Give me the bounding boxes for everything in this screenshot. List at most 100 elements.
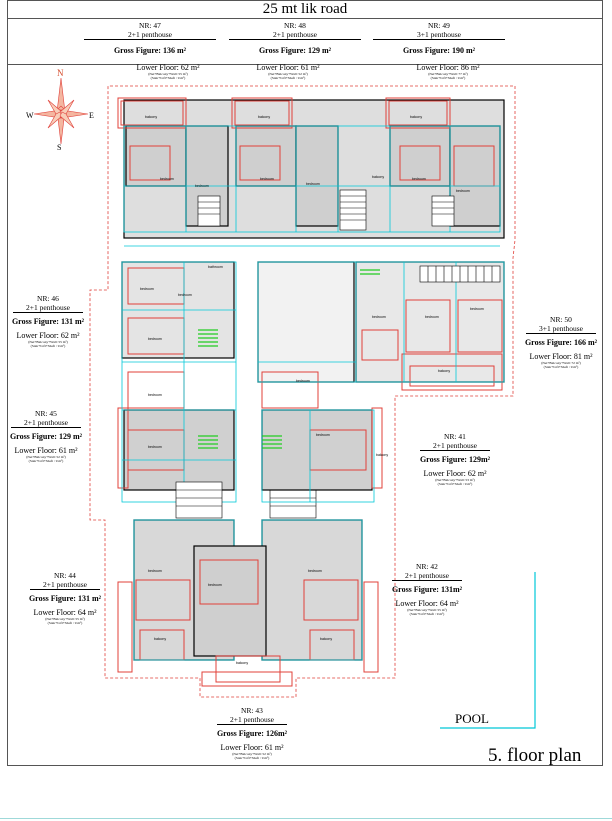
unit-45-label: NR: 45 2+1 penthouse Gross Figure: 129 m… [4,409,88,463]
green-stairs-left [198,329,218,449]
unit-44-label: NR: 44 2+1 penthouse Gross Figure: 131 m… [22,571,108,625]
right-tower-red [261,299,503,673]
unit-50-gross: Gross Figure: 166 m² [524,338,598,347]
unit-44-note1: (Net+Balcony+Wall: 55 m²) [45,617,85,621]
unit-42-note2: (Stair+Lift+Shaft : 9 m²) [409,612,445,616]
unit-48-lower-floor: Lower Floor: 61 m² [256,63,320,72]
svg-text:bedroom: bedroom [456,189,470,193]
unit-47-note2: (Stair+Lift+Shaft : 9 m²) [150,76,186,80]
svg-text:bedroom: bedroom [425,315,439,319]
unit-43-type: 2+1 penthouse [217,715,287,725]
unit-45-type: 2+1 penthouse [11,418,81,428]
unit-41-label: NR: 41 2+1 penthouse Gross Figure: 129m²… [412,432,498,486]
unit-44-nr: NR: 44 [54,571,76,580]
unit-47-lower: Lower Floor: 62 m² (Net+Balcony+Wall: 55… [118,63,218,81]
room-annotations: balcony balcony balcony bedroom bedroom bed… [140,115,484,665]
unit-48-gross: Gross Figure: 129 m² [258,46,332,55]
unit-48-lower: Lower Floor: 61 m² (Net+Balcony+Wall: 52… [238,63,338,81]
unit-47-type: 2+1 penthouse [84,30,216,40]
unit-48-type: 2+1 penthouse [229,30,361,40]
right-tower-cyan [257,261,505,661]
unit-49-nr: NR: 49 [428,21,450,30]
svg-text:bedroom: bedroom [372,315,386,319]
unit-46-nr: NR: 46 [37,294,59,303]
svg-text:bedroom: bedroom [148,569,162,573]
unit-46-gross: Gross Figure: 131 m² [11,317,85,326]
compass-w: W [26,111,34,120]
svg-text:balcony: balcony [154,637,166,641]
svg-text:bedroom: bedroom [308,569,322,573]
unit-43-note1: (Net+Balcony+Wall: 52 m²) [232,752,272,756]
unit-46-type: 2+1 penthouse [13,303,83,313]
unit-43-label: NR: 43 2+1 penthouse Gross Figure: 126m²… [204,706,300,760]
svg-text:bedroom: bedroom [316,433,330,437]
unit-41-nr: NR: 41 [444,432,466,441]
svg-text:balcony: balcony [258,115,270,119]
unit-50-note2: (Stair+Lift+Shaft : 9 m²) [543,365,579,369]
unit-42-nr: NR: 42 [416,562,438,571]
svg-text:bathroom: bathroom [208,265,223,269]
green-stairs-right [262,269,380,449]
unit-47-header: NR: 47 2+1 penthouse Gross Figure: 136 m… [80,18,220,55]
svg-text:bedroom: bedroom [260,177,274,181]
right-stairs-block [419,265,501,283]
unit-50-lower: Lower Floor: 81 m² [529,352,593,361]
svg-text:balcony: balcony [320,637,332,641]
unit-47-note1: (Net+Balcony+Wall: 55 m²) [148,72,188,76]
svg-text:bedroom: bedroom [412,177,426,181]
unit-46-lower: Lower Floor: 62 m² [16,331,80,340]
unit-49-gross: Gross Figure: 190 m² [402,46,476,55]
unit-47-gross: Gross Figure: 136 m² [113,46,187,55]
unit-43-nr: NR: 43 [241,706,263,715]
site-boundary-dashed [89,85,516,698]
unit-44-lower: Lower Floor: 64 m² [33,608,97,617]
unit-46-label: NR: 46 2+1 penthouse Gross Figure: 131 m… [8,294,88,348]
unit-44-type: 2+1 penthouse [30,580,100,590]
unit-41-gross: Gross Figure: 129m² [419,455,491,464]
svg-text:balcony: balcony [372,175,384,179]
unit-49-note2: (Stair+Lift+Shaft : 9 m²) [430,76,466,80]
unit-47-lower-floor: Lower Floor: 62 m² [136,63,200,72]
svg-text:bedroom: bedroom [470,307,484,311]
unit-50-nr: NR: 50 [550,315,572,324]
unit-49-note1: (Net+Balcony+Wall: 77 m²) [428,72,468,76]
top-cyan-grid [123,125,501,247]
unit-45-gross: Gross Figure: 129 m² [9,432,83,441]
pool-line [458,572,536,729]
unit-41-note1: (Net+Balcony+Wall: 53 m²) [435,478,475,482]
svg-text:bedroom: bedroom [148,393,162,397]
unit-48-header: NR: 48 2+1 penthouse Gross Figure: 129 m… [225,18,365,55]
svg-text:bedroom: bedroom [208,583,222,587]
top-unit-header-row: NR: 47 2+1 penthouse Gross Figure: 136 m… [7,18,603,65]
road-title: 25 mt lik road [7,0,603,19]
unit-46-note2: (Stair+Lift+Shaft : 9 m²) [30,344,66,348]
bottom-center [193,545,267,657]
svg-text:bedroom: bedroom [296,379,310,383]
svg-text:balcony: balcony [438,369,450,373]
compass-e: E [89,111,94,120]
unit-48-note1: (Net+Balcony+Wall: 52 m²) [268,72,308,76]
floor-plan-title: 5. floor plan [488,745,582,766]
svg-text:bedroom: bedroom [160,177,174,181]
unit-43-gross: Gross Figure: 126m² [216,729,288,738]
svg-text:bedroom: bedroom [148,337,162,341]
unit-43-note2: (Stair+Lift+Shaft : 9 m²) [234,756,270,760]
pool-label: POOL [455,711,489,726]
svg-text:bedroom: bedroom [140,287,154,291]
top-stairs [197,189,455,231]
unit-42-label: NR: 42 2+1 penthouse Gross Figure: 131m²… [384,562,470,616]
unit-43-lower: Lower Floor: 61 m² [220,743,284,752]
unit-42-gross: Gross Figure: 131m² [391,585,463,594]
bottom-rule [0,818,612,819]
svg-text:balcony: balcony [145,115,157,119]
svg-text:bedroom: bedroom [178,293,192,297]
svg-text:bedroom: bedroom [306,182,320,186]
unit-49-type: 3+1 penthouse [373,30,505,40]
compass-n: N [57,68,64,78]
unit-48-nr: NR: 48 [284,21,306,30]
unit-50-note1: (Net+Balcony+Wall: 72 m²) [541,361,581,365]
unit-41-lower: Lower Floor: 62 m² [423,469,487,478]
unit-45-lower: Lower Floor: 61 m² [14,446,78,455]
unit-46-note1: (Net+Balcony+Wall: 55 m²) [28,340,68,344]
